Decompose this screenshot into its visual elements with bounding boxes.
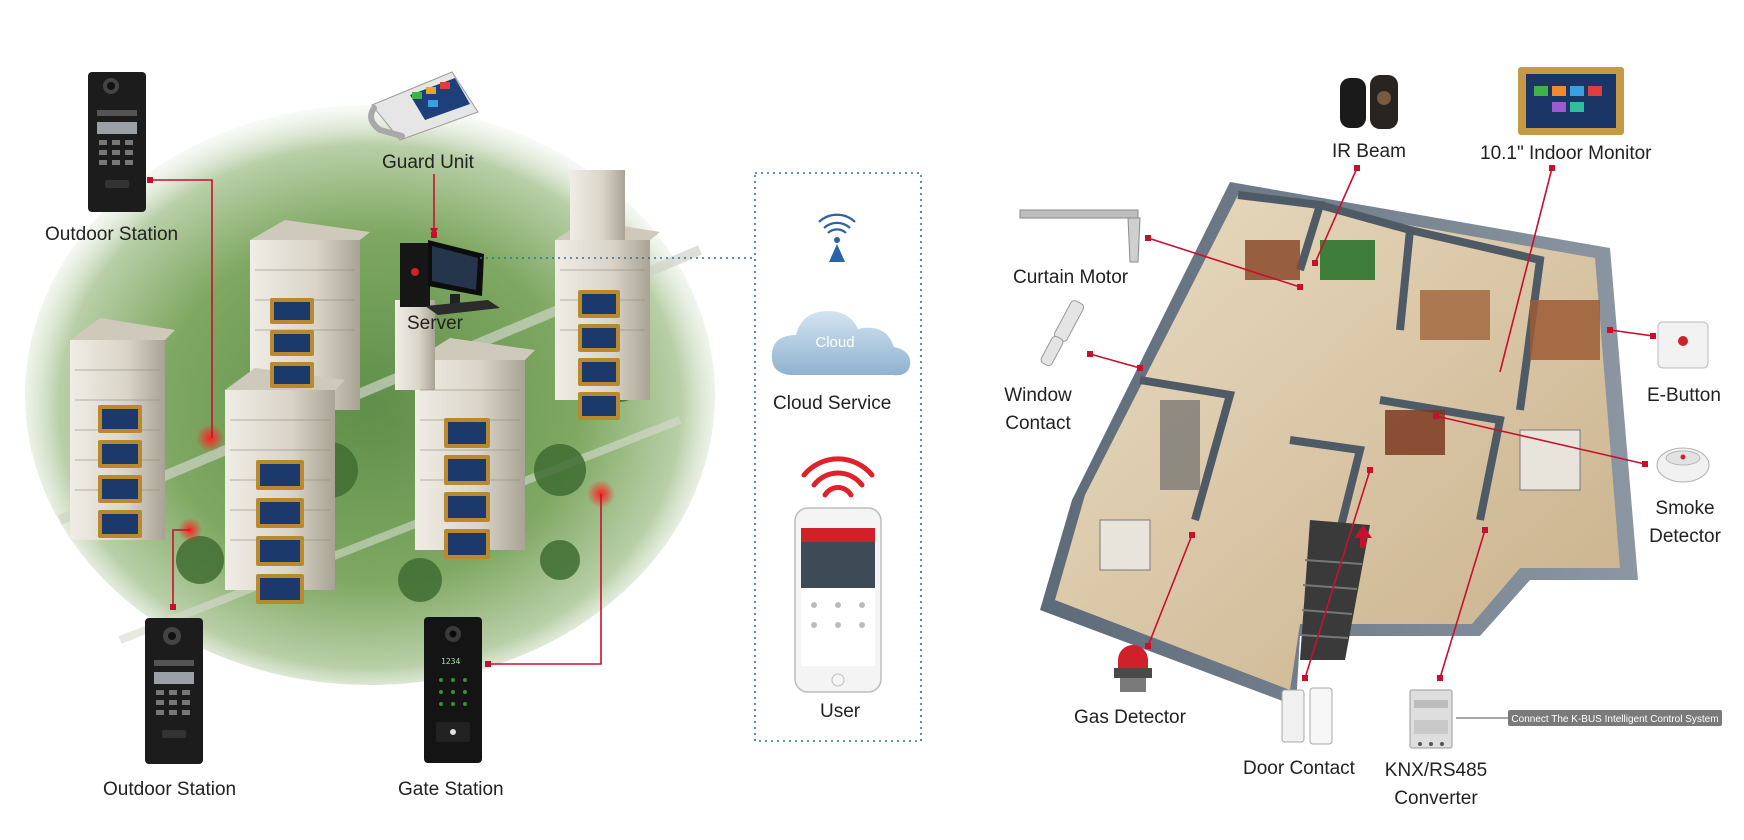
smartphone-icon (794, 507, 882, 693)
indoor-monitor-stack-1 (98, 405, 142, 538)
outdoor-station-bottom-label: Outdoor Station (103, 779, 237, 800)
e-button-label: E-Button (1647, 385, 1721, 406)
indoor-monitor-stack-2 (270, 298, 314, 388)
window-contact-label: Window Contact (998, 382, 1078, 437)
server-computer-icon (400, 240, 500, 315)
e-button-icon (1657, 321, 1709, 369)
gas-detector-icon (1114, 645, 1152, 692)
indoor-monitor-stack-5 (578, 290, 620, 420)
gas-detector-label: Gas Detector (1074, 707, 1186, 728)
smoke-detector-icon (1656, 447, 1710, 483)
apartment-buildings-illustration (25, 105, 715, 685)
cloud-frame-dotted (754, 172, 922, 742)
indoor-monitor-stack-3 (256, 460, 304, 604)
gate-station-icon: 1234 (424, 617, 482, 763)
wifi-icon (801, 456, 875, 498)
gate-keypad-display: 1234 (441, 657, 460, 666)
converter-label-line-1: KNX/RS485 (1384, 760, 1488, 781)
outdoor-station-icon (88, 72, 146, 212)
gate-station-label: Gate Station (398, 779, 504, 800)
window-contact-label-line-1: Window (1004, 385, 1072, 406)
connector-lines-right (1089, 167, 1654, 679)
window-contact-icon (1040, 300, 1085, 367)
kbus-banner-text: Connect The K-BUS Intelligent Control Sy… (1511, 714, 1718, 725)
house-floorplan-illustration (1040, 182, 1638, 706)
door-contact-label: Door Contact (1243, 758, 1355, 779)
outdoor-station-icon (145, 618, 203, 764)
guard-unit-label: Guard Unit (382, 152, 474, 173)
ir-beam-label: IR Beam (1332, 141, 1406, 162)
curtain-motor-label: Curtain Motor (1013, 267, 1129, 288)
indoor-monitor-stack-4 (444, 418, 490, 559)
outdoor-station-top-label: Outdoor Station (45, 224, 179, 245)
cloud-service-label: Cloud Service (773, 393, 892, 414)
curtain-motor-icon (1019, 209, 1141, 263)
indoor-monitor-icon (1518, 67, 1624, 135)
indoor-monitor-label: 10.1" Indoor Monitor (1480, 143, 1652, 164)
cloud-icon: Cloud (771, 311, 911, 376)
antenna-icon (818, 213, 856, 262)
din-rail-converter-icon (1409, 689, 1453, 749)
cloud-word: Cloud (815, 334, 854, 351)
ir-beam-icon (1340, 75, 1398, 129)
connector-lines-left (150, 174, 602, 665)
smoke-detector-label: Smoke Detector (1645, 495, 1725, 550)
smoke-detector-label-line-1: Smoke (1655, 498, 1715, 519)
converter-label-line-2: Converter (1394, 787, 1478, 809)
guard-unit-icon (368, 71, 479, 141)
smoke-detector-label-line-2: Detector (1649, 525, 1721, 547)
converter-label: KNX/RS485 Converter (1384, 757, 1488, 812)
user-label: User (820, 701, 861, 722)
server-label: Server (407, 313, 463, 334)
kbus-banner (1508, 710, 1722, 726)
window-contact-label-line-2: Contact (1005, 412, 1071, 434)
door-contact-icon (1281, 687, 1333, 745)
